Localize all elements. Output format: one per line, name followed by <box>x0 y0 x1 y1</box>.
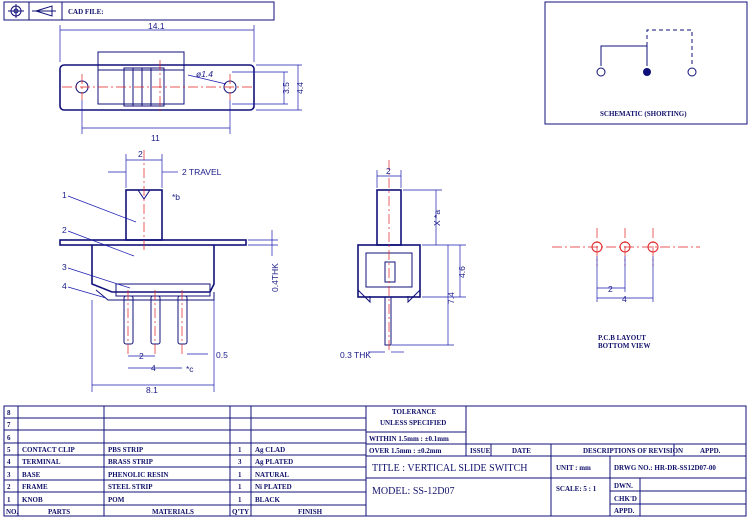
table-row: 4 TERMINAL BRASS STRIP 3 Ag PLATED <box>7 458 293 466</box>
front-view <box>59 150 278 392</box>
table-row: 2 FRAME STEEL STRIP 1 Ni PLATED <box>7 483 292 491</box>
rev-header-appd: APPD. <box>700 447 721 455</box>
dim-side-74: 7.4 <box>446 292 456 304</box>
rev-header-desc: DESCRIPTIONS OF REVISION <box>583 447 683 455</box>
bom-material: PHENOLIC RESIN <box>108 471 168 479</box>
bom-part: BASE <box>22 471 41 479</box>
schematic-diagram <box>596 29 697 77</box>
rev-header-issue: ISSUE <box>470 447 491 455</box>
note-a: X *a <box>432 210 442 226</box>
bom-no: 1 <box>7 496 11 504</box>
tolerance-title: TOLERANCE <box>392 408 437 416</box>
bom-header-qty: Q'TY <box>232 508 249 516</box>
bom-material: POM <box>108 496 125 504</box>
callout-3: 3 <box>62 262 67 272</box>
drwg-no-text: DRWG NO.: HR-DR-SS12D07-00 <box>614 464 716 472</box>
table-row: 6 <box>7 434 11 442</box>
dim-pin-w: 0.5 <box>216 350 228 360</box>
callout-1: 1 <box>62 190 67 200</box>
bom-material: STEEL STRIP <box>108 483 153 491</box>
dim-pin-span: 4 <box>151 363 156 373</box>
pcb-sub-label: BOTTOM VIEW <box>598 342 650 350</box>
bom-part: CONTACT CLIP <box>22 446 76 454</box>
dwn-label: DWN. <box>614 482 633 490</box>
bom-no: 2 <box>7 483 11 491</box>
bom-header-parts: PARTS <box>48 508 70 516</box>
top-view <box>59 25 302 134</box>
pcb-dim-span: 4 <box>622 294 627 304</box>
dim-width-141: 14.1 <box>148 21 165 31</box>
table-row: 5 CONTACT CLIP PBS STRIP 1 Ag CLAD <box>7 446 285 454</box>
note-b: *b <box>172 192 180 202</box>
model-text: MODEL: SS-12D07 <box>372 486 455 497</box>
table-row: 1 KNOB POM 1 BLACK <box>7 496 280 504</box>
unit-text: UNIT : mm <box>556 464 591 472</box>
tolerance-row-2: OVER 1.5mm : ±0.2mm <box>369 447 442 455</box>
projection-symbol-icon <box>8 4 56 18</box>
bom-no: 5 <box>7 446 11 454</box>
dim-h-44: 4.4 <box>295 82 305 94</box>
bom-material: BRASS STRIP <box>108 458 154 466</box>
dim-pin-pitch: 2 <box>139 351 144 361</box>
schematic-box <box>544 1 748 125</box>
bom-qty: 1 <box>238 446 242 454</box>
dim-travel: 2 TRAVEL <box>182 167 222 177</box>
bom-header-row: NO. PARTS MATERIALS Q'TY FINISH <box>6 508 323 516</box>
tolerance-sub: UNLESS SPECIFIED <box>380 419 446 427</box>
pcb-layout <box>552 228 700 302</box>
bom-no: 3 <box>7 471 11 479</box>
dim-side-thk: 0.3 THK <box>340 350 371 360</box>
pcb-label: P.C.B LAYOUT <box>598 334 646 342</box>
bom-header-finish: FINISH <box>298 508 323 516</box>
appd-label: APPD. <box>614 507 635 515</box>
bom-header-materials: MATERIALS <box>152 508 194 516</box>
bom-table: 8 7 6 5 CONTACT CLIP PBS STRIP 1 Ag CLAD <box>6 409 323 516</box>
chkd-label: CHK'D <box>614 495 637 503</box>
bom-qty: 1 <box>238 496 242 504</box>
bom-finish: BLACK <box>255 496 280 504</box>
bom-part: TERMINAL <box>22 458 61 466</box>
bom-no: 4 <box>7 458 11 466</box>
table-row: 3 BASE PHENOLIC RESIN 1 NATURAL <box>7 471 289 479</box>
table-row: 8 <box>7 409 11 417</box>
dim-pitch-11: 11 <box>151 133 160 143</box>
dim-side-knob: 2 <box>386 166 391 176</box>
cad-file-label: CAD FILE: <box>68 8 104 16</box>
scale-text: SCALE: 5 : 1 <box>556 485 597 493</box>
bom-no: 7 <box>7 421 11 429</box>
bom-qty: 1 <box>238 471 242 479</box>
bom-no: 8 <box>7 409 11 417</box>
bom-part: FRAME <box>22 483 48 491</box>
note-c: *c <box>186 364 194 374</box>
table-row: 7 <box>7 421 11 429</box>
bom-qty: 1 <box>238 483 242 491</box>
rev-header-date: DATE <box>512 447 531 455</box>
bom-finish: Ag CLAD <box>255 446 285 454</box>
bom-no: 6 <box>7 434 11 442</box>
title-block-frame <box>3 405 747 517</box>
dim-h-35: 3.5 <box>281 82 291 94</box>
dim-knob-2: 2 <box>138 149 143 159</box>
callout-2: 2 <box>62 225 67 235</box>
bom-material: PBS STRIP <box>108 446 144 454</box>
bom-part: KNOB <box>22 496 43 504</box>
callout-4: 4 <box>62 281 67 291</box>
dim-side-46: 4.6 <box>457 266 467 278</box>
bom-finish: Ni PLATED <box>255 483 292 491</box>
tolerance-row-1: WITHIN 1.5mm : ±0.1mm <box>369 435 449 443</box>
pcb-dim-pitch: 2 <box>608 284 613 294</box>
bom-header-no: NO. <box>6 508 19 516</box>
dim-hole-dia: ø1.4 <box>196 69 213 79</box>
dim-thk-04: 0.4THK <box>270 263 280 292</box>
title-text: TITLE : VERTICAL SLIDE SWITCH <box>372 463 528 474</box>
bom-finish: NATURAL <box>255 471 289 479</box>
side-view <box>357 160 466 353</box>
cad-file-box <box>3 1 275 21</box>
bom-qty: 3 <box>238 458 242 466</box>
bom-finish: Ag PLATED <box>255 458 293 466</box>
schematic-label: SCHEMATIC (SHORTING) <box>600 110 687 118</box>
dim-body-81: 8.1 <box>146 385 158 395</box>
